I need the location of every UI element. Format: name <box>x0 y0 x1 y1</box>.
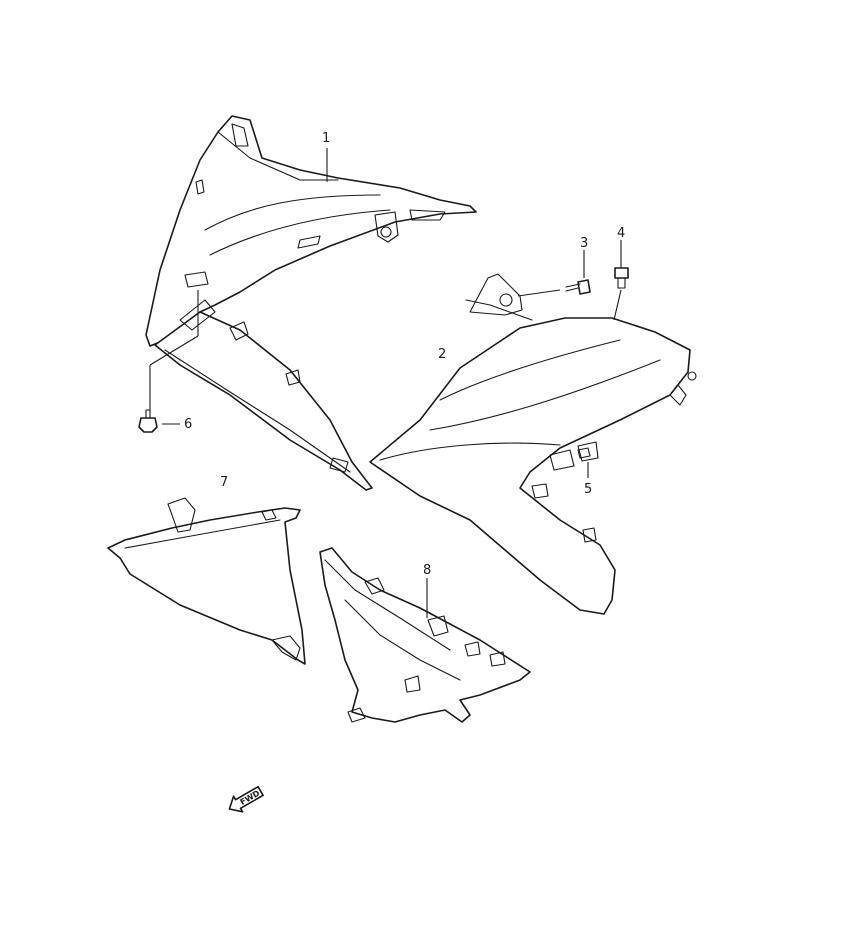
part-3-bolt <box>565 279 591 295</box>
leader-lines <box>149 148 622 618</box>
part-5-nut <box>577 447 591 459</box>
part-6-rivet <box>138 409 158 433</box>
callout-8: 8 <box>423 563 431 578</box>
part-4-clip <box>614 267 629 289</box>
callout-labels: 1 2 3 4 5 6 7 8 <box>184 131 625 578</box>
callout-4: 4 <box>617 226 625 241</box>
callout-5: 5 <box>584 482 592 497</box>
part-1-upper-cowl <box>145 115 477 491</box>
part-7-inner-panel <box>107 497 306 665</box>
callout-3: 3 <box>580 236 588 251</box>
callout-7: 7 <box>220 475 228 490</box>
callout-6: 6 <box>184 417 192 432</box>
callout-2: 2 <box>438 347 446 362</box>
part-2-side-cowl <box>369 273 697 615</box>
callout-1: 1 <box>322 131 330 146</box>
part-8-lower-panel <box>319 547 531 723</box>
fwd-arrow-icon: FWD <box>228 785 264 813</box>
